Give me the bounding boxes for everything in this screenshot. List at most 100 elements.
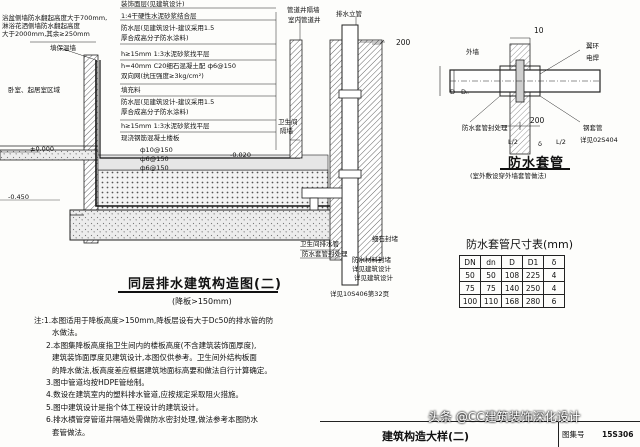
section-title-underline bbox=[118, 291, 278, 293]
sleeve-subtitle: (室外敷设穿外墙套管做法) bbox=[470, 172, 547, 180]
sleeve-drawing bbox=[439, 37, 601, 155]
sleeve-label: 翼环 bbox=[586, 42, 599, 50]
sleeve-label: 钢套管 bbox=[583, 124, 603, 132]
sleeve-dim-label: 10 bbox=[534, 26, 544, 35]
filler-label: 详见建筑设计 bbox=[352, 265, 391, 273]
note-line: 套管做法。 bbox=[52, 427, 90, 437]
sleeve-label: 详见02S404 bbox=[580, 136, 618, 144]
footer-divider bbox=[558, 422, 559, 447]
table-header: δ bbox=[543, 255, 565, 269]
layer-label: 现浇钢筋混凝土楼板 bbox=[121, 134, 180, 142]
table-cell: 50 bbox=[480, 268, 502, 282]
footer-code: 15S306 bbox=[602, 430, 634, 439]
rebar-label: ф10@150 bbox=[140, 146, 173, 154]
layer-label: h≥15mm 1:3水泥砂浆找平层 bbox=[121, 50, 210, 58]
table-cell: 140 bbox=[501, 281, 523, 295]
sleeve-dim: D bbox=[450, 88, 456, 96]
table-cell: 4 bbox=[543, 268, 565, 282]
drain-label: 防水套管封处理 bbox=[302, 250, 348, 258]
notes: 注:1.本图适用于降板高度>150mm,降板层设有大于Dc50的排水管的防 水做… bbox=[34, 315, 273, 439]
table-row: 100 110 168 280 6 bbox=[459, 294, 565, 308]
left-note-line: 浴盆侧墙防水翻起高度大于700mm, bbox=[2, 14, 108, 22]
table-cell: 6 bbox=[543, 294, 565, 308]
section-title: 同层排水建筑构造图(二) bbox=[128, 277, 282, 292]
title-block: 建筑构造大样(二) 图集号 15S306 bbox=[320, 421, 640, 447]
table-cell: 168 bbox=[501, 294, 523, 308]
dim-200-label: 200 bbox=[396, 38, 411, 47]
sleeve-dim: δ bbox=[538, 140, 542, 148]
ref-label: 详见建筑设计 bbox=[354, 274, 393, 282]
table-cell: 4 bbox=[543, 281, 565, 295]
footer-title: 建筑构造大样(二) bbox=[382, 430, 470, 443]
table-cell: 75 bbox=[480, 281, 502, 295]
table-header: DN bbox=[459, 255, 481, 269]
filler-label: 防水材料封堵 bbox=[352, 256, 391, 264]
layer-label: 防水层(见建筑设计-建议采用1.5 bbox=[121, 24, 215, 32]
sleeve-dim: Dₙ bbox=[461, 88, 469, 96]
note-line: 5.图中建筑设计是指个体工程设计的建筑设计。 bbox=[46, 402, 204, 412]
table-cell: 75 bbox=[459, 281, 481, 295]
note-line: 的降水做法,板高度差应根据建筑地面标高要和做法自行计算确定。 bbox=[52, 365, 272, 375]
note-line: 建筑装饰面厚度见建筑设计,本图仅供参考。卫生间外结构板面 bbox=[52, 353, 257, 363]
note-line: 3.图中管道均按HDPE管绘制。 bbox=[46, 378, 149, 388]
table-cell: 50 bbox=[459, 268, 481, 282]
sleeve-dim-label: 200 bbox=[530, 116, 545, 125]
table-header: D1 bbox=[522, 255, 544, 269]
table-cell: 100 bbox=[459, 294, 481, 308]
dims-table: DN dn D D1 δ 50 50 108 225 4 75 75 140 2… bbox=[459, 255, 565, 308]
rebar-label: ф6@150 bbox=[140, 164, 169, 172]
sleeve-title: 防水套管 bbox=[508, 156, 565, 171]
section-subtitle: (降板>150mm) bbox=[172, 297, 232, 306]
ref-detail-label: 详见10S406第32页 bbox=[330, 290, 390, 298]
layer-label: 厚合成高分子防水涂料) bbox=[121, 34, 189, 42]
pipe-well-wall-label: 管道井隔墙 bbox=[287, 6, 320, 14]
layer-label: 双向网(抗压强度≥3kg/cm²) bbox=[121, 72, 204, 80]
elev-top-label: ±0.000 bbox=[30, 145, 55, 153]
layer-label: 防水层(见建筑设计-建议采用1.5 bbox=[121, 98, 215, 106]
table-header-row: DN dn D D1 δ bbox=[459, 255, 565, 269]
insulation-wall-label: 填保温墙 bbox=[50, 44, 76, 52]
layer-label: h=40mm C20细石混凝土配 ф6@150 bbox=[121, 62, 237, 70]
table-cell: 225 bbox=[522, 268, 544, 282]
layer-label: 装饰面层(见建筑设计) bbox=[121, 0, 185, 8]
table-cell: 280 bbox=[522, 294, 544, 308]
sleeve-dim: L/2 bbox=[556, 138, 566, 146]
pipe-well-label: 室内管道井 bbox=[288, 16, 321, 24]
drain-label: 卫生间排水管 bbox=[300, 240, 339, 248]
footer-label: 图集号 bbox=[562, 430, 585, 439]
riser-label: 排水立管 bbox=[336, 10, 362, 18]
layer-label: 厚合成高分子防水涂料) bbox=[121, 108, 189, 116]
sleeve-title-underline bbox=[500, 168, 570, 170]
left-note-line: 淋浴花洒侧墙防水翻起高度 bbox=[2, 22, 80, 30]
table-header: D bbox=[501, 255, 523, 269]
wall-label: 卫生间 bbox=[278, 118, 298, 126]
sleeve-label: 防水套管封处理 bbox=[462, 124, 508, 132]
layer-label: 1:4干硬性水泥砂浆结合层 bbox=[121, 12, 197, 20]
table-cell: 250 bbox=[522, 281, 544, 295]
sleeve-dim: L/2 bbox=[508, 138, 518, 146]
left-note-top: 浴盆侧墙防水翻起高度大于700mm, 淋浴花洒侧墙防水翻起高度 大于2000mm… bbox=[2, 14, 107, 38]
note-line: 2.本图集降板高度指卫生间内的楼板高度(不含建筑装饰面厚度), bbox=[46, 340, 257, 350]
table-cell: 110 bbox=[480, 294, 502, 308]
layer-label: 填充料 bbox=[121, 86, 141, 94]
layer-label: h≥15mm 1:3水泥砂浆找平层 bbox=[121, 122, 210, 130]
wall-label: 隔墙 bbox=[280, 127, 293, 135]
room-label: 卧室、起居室区域 bbox=[8, 86, 60, 94]
watermark: 头条 @CC建筑装饰深化设计 bbox=[428, 410, 581, 424]
table-header: dn bbox=[480, 255, 502, 269]
dims-table-title: 防水套管尺寸表(mm) bbox=[466, 238, 574, 251]
section-drawing bbox=[0, 7, 385, 286]
table-row: 75 75 140 250 4 bbox=[459, 281, 565, 295]
sleeve-label: 电焊 bbox=[586, 54, 599, 62]
elev-bottom-label: -0.450 bbox=[8, 193, 29, 201]
table-cell: 108 bbox=[501, 268, 523, 282]
elev-mid-label: -0.020 bbox=[230, 151, 251, 159]
floor-drain-label: 细石封堵 bbox=[372, 235, 398, 243]
table-row: 50 50 108 225 4 bbox=[459, 268, 565, 282]
note-line: 6.排水横管穿管道井隔墙处需做防水密封处理,做法参考本图防水 bbox=[46, 415, 259, 425]
note-line: 4.数设在建筑室内的塑料排水管道,应按规定采取阻火措施。 bbox=[46, 390, 244, 400]
note-line: 水做法。 bbox=[52, 328, 82, 338]
rebar-label: ф6@150 bbox=[140, 155, 169, 163]
note-line: 注:1.本图适用于降板高度>150mm,降板层设有大于Dc50的排水管的防 bbox=[34, 316, 274, 325]
left-note-line: 大于2000mm,其余≥250mm bbox=[2, 30, 90, 38]
